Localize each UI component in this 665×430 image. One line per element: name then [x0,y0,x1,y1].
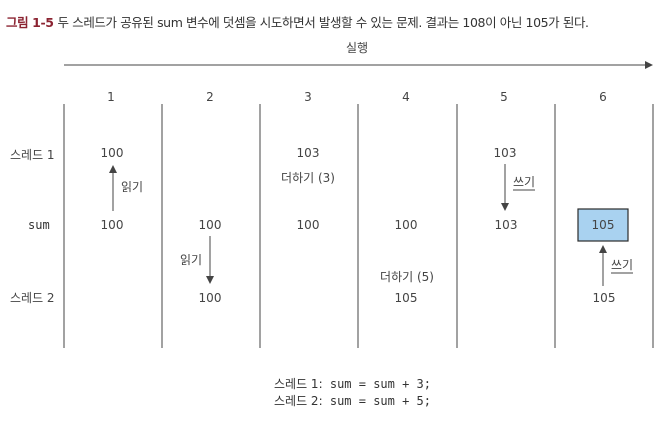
code-statement: sum = sum + 3; [322,377,431,391]
column-header: 4 [402,90,410,104]
timeline-label: 실행 [346,40,368,55]
add-label: 더하기 (5) [380,270,434,284]
code-statement: sum = sum + 5; [322,394,431,408]
figure-label: 그림 1-5 [6,15,54,30]
thread1-value: 100 [101,146,124,160]
read-label: 읽기 [180,253,202,267]
column-header: 2 [206,90,214,104]
thread1-value: 103 [297,146,320,160]
row-label-thread1: 스레드 1 [10,148,55,162]
sum-value: 100 [395,218,418,232]
write-label: 쓰기 [611,258,633,272]
thread2-value: 105 [593,291,616,305]
column-header: 6 [599,90,607,104]
code-line: 스레드 2: sum = sum + 5; [274,393,431,410]
column-header: 1 [107,90,115,104]
thread1-value: 103 [494,146,517,160]
sum-value: 100 [297,218,320,232]
caption-text: 두 스레드가 공유된 sum 변수에 덧셈을 시도하면서 발생할 수 있는 문제… [57,15,589,30]
read-label: 읽기 [121,180,143,194]
thread2-value: 105 [395,291,418,305]
sum-value: 105 [592,218,615,232]
add-label: 더하기 (3) [281,171,335,185]
column-header: 3 [304,90,312,104]
code-line: 스레드 1: sum = sum + 3; [274,376,431,393]
sum-value: 103 [495,218,518,232]
sum-value: 100 [199,218,222,232]
row-label-sum: sum [28,218,50,232]
write-label: 쓰기 [513,175,535,189]
row-label-thread2: 스레드 2 [10,291,55,305]
sum-value: 100 [101,218,124,232]
code-snippet: 스레드 1: sum = sum + 3;스레드 2: sum = sum + … [274,376,431,410]
column-header: 5 [500,90,508,104]
code-thread-label: 스레드 2: [274,394,323,408]
code-thread-label: 스레드 1: [274,377,323,391]
thread2-value: 100 [199,291,222,305]
final-sum-box [577,208,629,242]
